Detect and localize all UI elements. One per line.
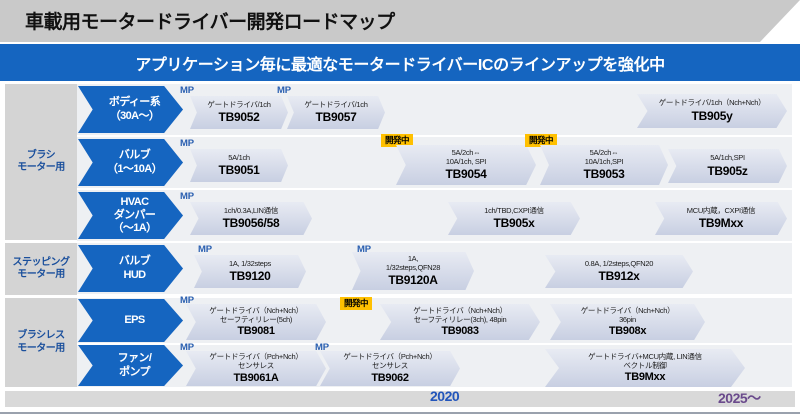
product-number: TB9061A <box>233 371 279 384</box>
product-spec: 5A/1ch <box>228 152 250 162</box>
product-tb9mxx-fan[interactable]: ゲートドライバ+MCU内蔵, LIN通信 ベクトル制御 TB9Mxx <box>545 349 745 387</box>
product-tb912x[interactable]: 0.8A, 1/2steps,QFN20 TB912x <box>545 255 693 288</box>
product-spec: ゲートドライバ/1ch <box>207 99 271 109</box>
product-number: TB9057 <box>315 110 357 125</box>
product-number: TB9052 <box>218 110 260 125</box>
product-spec: ゲートドライバ/1ch（Nch+Nch） <box>658 98 766 108</box>
app-label-eps: EPS <box>78 299 183 342</box>
status-badge-dev: 開発中 <box>381 134 414 148</box>
timeline-label-end: 2025〜 <box>718 390 761 406</box>
mp-marker: MP <box>180 295 194 306</box>
timeline: 2020 2025〜 <box>0 388 800 411</box>
group-label: ブラシ モーター用 <box>17 149 65 174</box>
product-tb9083[interactable]: ゲートドライバ（Nch+Nch） セーフティリレー(3ch), 48pin TB… <box>380 304 540 340</box>
product-number: TB912x <box>598 269 640 284</box>
product-tb9081[interactable]: ゲートドライバ（Nch+Nch） セーフティリレー(5ch) TB9081 <box>186 304 326 340</box>
mp-marker: MP <box>180 342 194 353</box>
product-spec: ゲートドライバ（Nch+Nch） 36pin <box>580 305 675 324</box>
product-spec: 5A/2ch⇔ 10A/1ch,SPI <box>584 147 624 166</box>
product-tb9061a[interactable]: ゲートドライバ（Pch+Nch） センサレス TB9061A <box>186 351 326 386</box>
product-spec: MCU内蔵，CXPI通信 <box>686 205 756 215</box>
product-spec: ゲートドライバ+MCU内蔵, LIN通信 ベクトル制御 <box>588 351 702 370</box>
product-tb905x[interactable]: 1ch/TBD,CXPI通信 TB905x <box>448 202 580 235</box>
app-label-valve: バルブ （1〜10A） <box>78 139 183 186</box>
app-label-body: ボディー系 （30A〜） <box>78 86 183 133</box>
product-tb9062[interactable]: ゲートドライバ（Pch+Nch） センサレス TB9062 <box>320 351 460 386</box>
product-spec: 5A/1ch,SPI <box>710 153 745 163</box>
status-badge-dev: 開発中 <box>340 297 373 311</box>
mp-marker: MP <box>180 191 194 202</box>
product-spec: 1A, 1/32steps,QFN28 <box>385 253 441 272</box>
product-tb9053[interactable]: 5A/2ch⇔ 10A/1ch,SPI TB9053 <box>540 145 668 185</box>
group-stepping-motor: ステッピング モーター用 <box>5 243 77 295</box>
product-number: TB9083 <box>441 325 479 338</box>
group-label: ステッピング モーター用 <box>12 256 71 281</box>
product-number: TB9053 <box>583 167 625 182</box>
product-spec: ゲートドライバ（Pch+Nch） センサレス <box>209 352 303 370</box>
product-spec: 1ch/0.3A,LIN通信 <box>223 205 279 215</box>
timeline-label-start: 2020 <box>430 388 460 404</box>
mp-marker: MP <box>315 342 329 353</box>
status-badge-dev: 開発中 <box>525 134 558 148</box>
bottom-divider <box>0 412 800 414</box>
product-spec: ゲートドライバ（Nch+Nch） セーフティリレー(3ch), 48pin <box>413 305 507 324</box>
subtitle-text: アプリケーション毎に最適なモータードライバーICのラインアップを強化中 <box>135 56 665 74</box>
timeline-bar <box>5 391 795 407</box>
mp-marker: MP <box>277 85 291 96</box>
page-title: 車載用モータードライバー開発ロードマップ <box>25 12 395 33</box>
product-tb9mxx-hvac[interactable]: MCU内蔵，CXPI通信 TB9Mxx <box>655 202 787 235</box>
product-tb9056-58[interactable]: 1ch/0.3A,LIN通信 TB9056/58 <box>190 202 312 235</box>
product-number: TB9081 <box>237 325 275 338</box>
group-brush-motor: ブラシ モーター用 <box>5 84 77 240</box>
group-brushless-motor: ブラシレス モーター用 <box>5 298 77 387</box>
mp-marker: MP <box>357 244 371 255</box>
app-label-fan-pump: ファン/ ポンプ <box>78 345 183 386</box>
product-tb9051[interactable]: 5A/1ch TB9051 <box>190 149 288 182</box>
product-tb905z[interactable]: 5A/1ch,SPI TB905z <box>668 149 787 183</box>
product-spec: 0.8A, 1/2steps,QFN20 <box>584 258 654 268</box>
product-spec: ゲートドライバ/1ch <box>304 99 368 109</box>
product-number: TB9120 <box>229 269 271 284</box>
mp-marker: MP <box>198 244 212 255</box>
product-number: TB905x <box>493 216 535 231</box>
product-number: TB9Mxx <box>698 216 744 231</box>
product-tb908x[interactable]: ゲートドライバ（Nch+Nch） 36pin TB908x <box>550 304 705 340</box>
product-spec: 5A/2ch⇔ 10A/1ch, SPI <box>445 147 487 166</box>
title-bar: 車載用モータードライバー開発ロードマップ <box>0 0 800 42</box>
mp-marker: MP <box>180 138 194 149</box>
product-tb905y[interactable]: ゲートドライバ/1ch（Nch+Nch） TB905y <box>637 94 787 128</box>
app-label-hvac: HVAC ダンパー （〜1A） <box>78 192 183 239</box>
roadmap-chart: ブラシ モーター用 ステッピング モーター用 ブラシレス モーター用 ボディー系… <box>0 84 800 387</box>
mp-marker: MP <box>180 85 194 96</box>
product-number: TB9054 <box>445 167 487 182</box>
product-number: TB905z <box>707 163 748 178</box>
product-number: TB905y <box>691 108 733 123</box>
product-spec: ゲートドライバ（Nch+Nch） セーフティリレー(5ch) <box>209 305 303 324</box>
product-tb9120[interactable]: 1A, 1/32steps TB9120 <box>194 255 306 288</box>
product-spec: 1ch/TBD,CXPI通信 <box>484 205 544 215</box>
app-label-hud: バルブ HUD <box>78 245 183 292</box>
group-label: ブラシレス モーター用 <box>17 330 65 354</box>
product-tb9054[interactable]: 5A/2ch⇔ 10A/1ch, SPI TB9054 <box>396 145 536 185</box>
product-number: TB9Mxx <box>624 371 666 384</box>
product-spec: 1A, 1/32steps <box>229 258 271 268</box>
product-tb9052[interactable]: ゲートドライバ/1ch TB9052 <box>190 96 288 129</box>
product-number: TB9120A <box>388 273 438 288</box>
product-number: TB9062 <box>371 371 409 384</box>
product-tb9057[interactable]: ゲートドライバ/1ch TB9057 <box>287 96 385 129</box>
subtitle-banner: アプリケーション毎に最適なモータードライバーICのラインアップを強化中 <box>0 44 800 81</box>
product-number: TB908x <box>608 325 647 338</box>
product-spec: ゲートドライバ（Pch+Nch） センサレス <box>343 352 437 370</box>
product-tb9120a[interactable]: 1A, 1/32steps,QFN28 TB9120A <box>352 252 474 290</box>
title-corner-cut <box>760 0 800 42</box>
product-number: TB9056/58 <box>222 216 280 231</box>
product-number: TB9051 <box>218 163 260 178</box>
